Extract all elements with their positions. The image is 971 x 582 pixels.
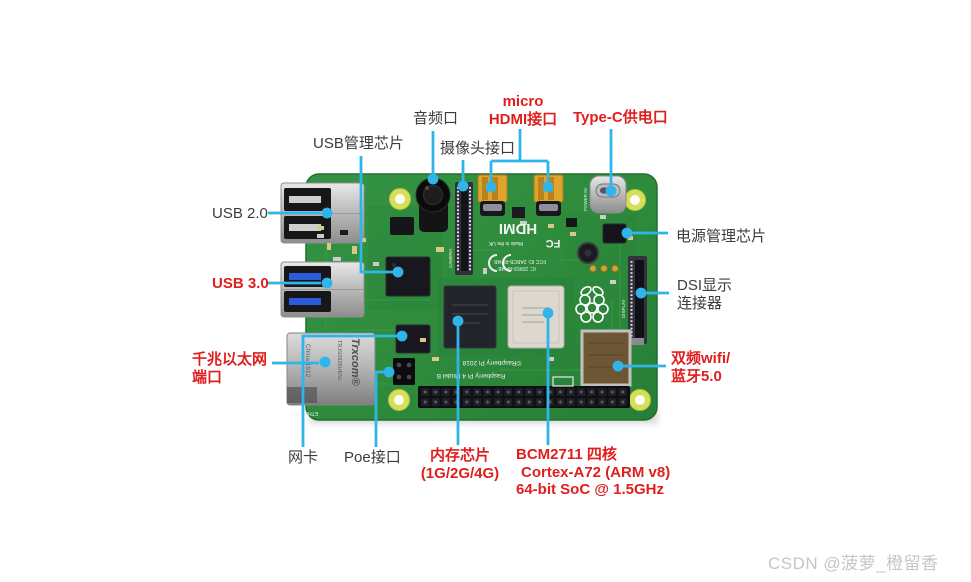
label-ram-chip: 内存芯片 (1G/2G/4G)	[406, 447, 514, 482]
label-gigabit-line1: 千兆以太网	[192, 351, 268, 368]
label-gigabit-ethernet-port: 千兆以太网 端口	[192, 351, 267, 386]
audio-jack	[415, 177, 451, 232]
dsi-connector: DISPLAY	[621, 256, 647, 345]
label-audio-port: 音频口	[413, 110, 459, 127]
ethernet-model-text: TRJG0926HENL	[336, 340, 342, 381]
camera-silkscreen-text: CAMERA	[448, 249, 453, 268]
smd-components	[317, 215, 633, 387]
ethernet-port: Trxcom® TRJG0926HENL China 1912 ETHERNET	[286, 332, 376, 416]
usb-3-0-port	[280, 261, 365, 318]
wifi-module	[580, 329, 632, 387]
camera-connector: CAMERA	[448, 182, 473, 275]
silkscreen: HDMI FC Made in the UK FCC ID: 2ABCB-RPI…	[437, 220, 561, 379]
soc-chip	[507, 285, 565, 349]
label-camera-port: 摄像头接口	[440, 140, 516, 157]
label-network-chip: 网卡	[288, 449, 319, 466]
label-wifi-line1: 双频wifi/	[671, 350, 731, 367]
smd-component	[512, 207, 525, 218]
label-micro-hdmi-port: micro HDMI接口	[467, 93, 579, 128]
poe-header	[393, 358, 415, 385]
label-wifi-line2: 蓝牙5.0	[671, 367, 722, 385]
label-ram-line1: 内存芯片	[429, 447, 490, 464]
label-micro-hdmi-line2: HDMI接口	[488, 110, 558, 128]
mounting-holes	[388, 188, 651, 411]
fcc-id-text: FCC ID: 2ABCB-RPI4B	[493, 258, 546, 264]
ram-chip	[443, 285, 497, 349]
label-soc-line1: BCM2711 四核	[516, 446, 617, 463]
ethernet-brand-text: Trxcom®	[349, 338, 361, 387]
raspberry-logo	[575, 285, 609, 323]
ethernet-silkscreen-text: ETHERNET	[291, 410, 318, 416]
hdmi-silkscreen-text: HDMI	[499, 220, 537, 237]
label-type-c-power-port: Type-C供电口	[573, 109, 668, 126]
label-dsi-connector: DSI显示 连接器	[677, 277, 732, 312]
label-soc-line3: 64-bit SoC @ 1.5GHz	[516, 481, 664, 498]
csdn-watermark: CSDN @菠萝_橙留香	[768, 554, 939, 573]
ethernet-origin-text: China 1912	[304, 344, 311, 378]
power-in-silkscreen-text: POWER IN	[583, 188, 588, 211]
inductor	[577, 242, 599, 264]
micro-hdmi-0	[477, 174, 508, 216]
label-usb-management-chip: USB管理芯片	[313, 135, 404, 152]
copyright-text: ©Raspberry Pi 2018	[462, 359, 521, 367]
ce-mark	[488, 254, 512, 272]
callout-lines	[268, 129, 669, 447]
label-wifi-bluetooth: 双频wifi/ 蓝牙5.0	[671, 350, 730, 385]
made-in-text: Made in the UK	[488, 240, 523, 246]
display-silkscreen-text: DISPLAY	[621, 299, 626, 318]
callout-dots	[319, 173, 647, 378]
label-dsi-line1: DSI显示	[677, 277, 733, 294]
fcc-logo-text: FC	[546, 237, 561, 249]
gpio-header	[418, 386, 630, 408]
label-usb-2-0: USB 2.0	[212, 205, 268, 222]
label-soc-chip: BCM2711 四核 Cortex-A72 (ARM v8) 64-bit So…	[516, 446, 670, 499]
label-gigabit-line2: 端口	[192, 368, 223, 386]
label-power-management-chip: 电源管理芯片	[676, 228, 767, 245]
usb-controller-chip	[385, 256, 431, 297]
label-dsi-line2: 连接器	[677, 294, 723, 312]
label-micro-hdmi-line1: micro	[502, 93, 544, 110]
model-text: Raspberry Pi 4 Model B	[437, 372, 506, 379]
ic-id-text: IC: 20953-RPI4B	[497, 265, 535, 271]
label-ram-line2: (1G/2G/4G)	[420, 464, 500, 482]
label-usb-3-0: USB 3.0	[212, 275, 269, 292]
label-poe-header: Poe接口	[344, 449, 401, 466]
jumper-pads	[589, 264, 619, 273]
label-soc-line2: Cortex-A72 (ARM v8)	[521, 463, 671, 481]
